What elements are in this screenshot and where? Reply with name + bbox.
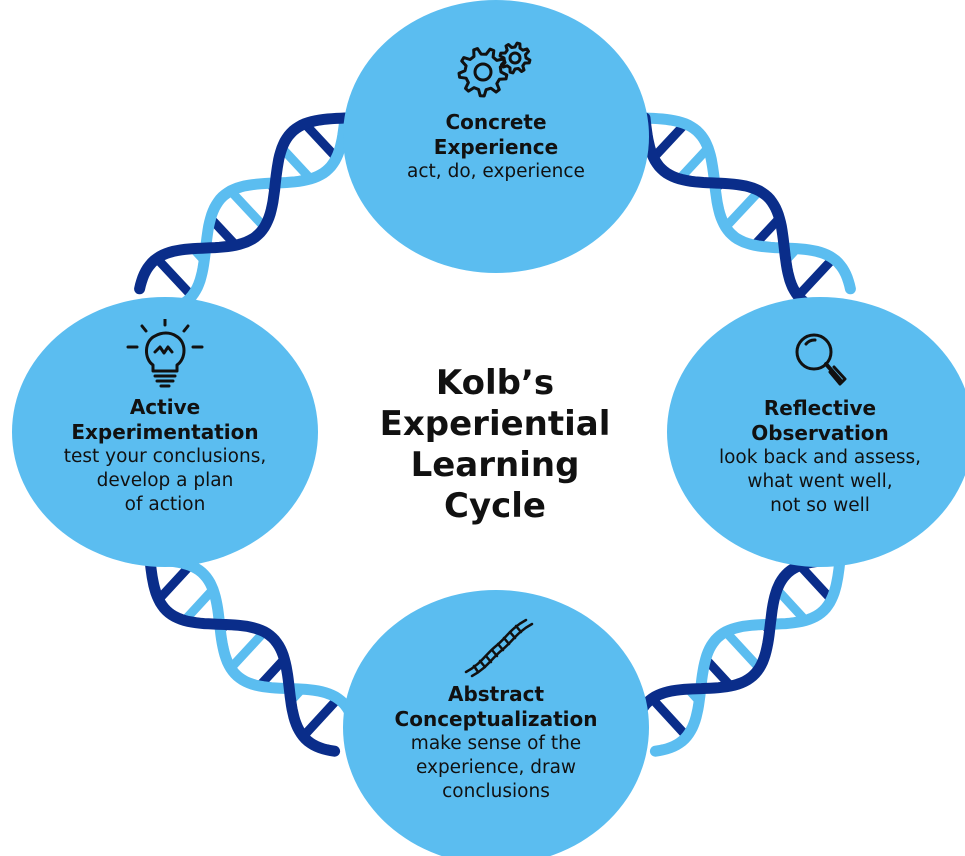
stage-title: Active Experimentation: [71, 395, 258, 445]
helix-rung: [794, 255, 837, 300]
diagram-title-line: Experiential: [379, 404, 611, 444]
helix-strand-top-right: [639, 112, 856, 317]
stage-title: Concrete Experience: [434, 110, 558, 160]
stage-title-line: Observation: [751, 421, 889, 445]
helix-rung: [650, 120, 689, 161]
stage-title: Abstract Conceptualization: [395, 682, 598, 732]
stage-active-experimentation: Active Experimentation test your conclus…: [12, 297, 318, 567]
helix-strand-bottom-right: [629, 554, 846, 757]
helix-rung: [227, 187, 268, 231]
stage-title-line: Experimentation: [71, 420, 259, 444]
stage-description-line: of action: [124, 494, 206, 515]
stage-title-line: Reflective: [763, 396, 877, 420]
stage-title-line: Concrete: [445, 110, 547, 134]
stage-reflective-observation: Reflective Observation look back and ass…: [667, 297, 965, 567]
stage-description-line: not so well: [770, 495, 870, 516]
helix-strand-top-left: [134, 112, 351, 317]
dna-icon: [464, 618, 534, 678]
stage-description-line: test your conclusions,: [63, 446, 267, 467]
stage-concrete-experience: Concrete Experience act, do, experience: [343, 0, 649, 273]
magnifying-glass-icon: [795, 333, 847, 386]
helix-rung: [278, 145, 314, 182]
stage-title-line: Active: [129, 395, 201, 419]
helix-backbone: [154, 112, 351, 317]
helix-backbone: [629, 554, 846, 735]
stage-title: Reflective Observation: [751, 396, 889, 446]
stage-title-line: Experience: [433, 135, 559, 159]
helix-rung: [153, 255, 196, 300]
helix-backbone: [639, 112, 836, 317]
stage-title-line: Conceptualization: [394, 707, 598, 731]
stage-description: act, do, experience: [407, 160, 585, 184]
helix-rung: [181, 586, 217, 624]
helix-strand-bottom-left: [144, 554, 361, 757]
stage-description-line: make sense of the: [410, 733, 582, 754]
helix-rung: [155, 562, 194, 603]
stage-title-line: Abstract: [447, 682, 545, 706]
diagram-title-line: Kolb’s: [435, 363, 555, 403]
helix-rung: [648, 695, 691, 740]
stage-description: make sense of the experience, draw concl…: [411, 732, 581, 804]
helix-backbone: [639, 112, 856, 295]
stage-description-line: what went well,: [747, 471, 893, 492]
diagram-title-line: Cycle: [444, 486, 546, 526]
diagram-title-line: Learning: [410, 445, 580, 485]
helix-backbone: [649, 554, 846, 757]
diagram-title: Kolb’s Experiential Learning Cycle: [345, 363, 645, 527]
helix-rung: [676, 145, 712, 182]
helix-rung: [773, 586, 809, 624]
stage-description-line: act, do, experience: [407, 161, 585, 182]
stage-description-line: conclusions: [442, 781, 550, 802]
helix-rung: [299, 695, 342, 740]
stage-description: look back and assess, what went well, no…: [719, 446, 921, 518]
stage-description-line: look back and assess,: [718, 447, 922, 468]
stage-abstract-conceptualization: Abstract Conceptualization make sense of…: [343, 590, 649, 856]
helix-backbone: [144, 554, 341, 757]
helix-rung: [796, 562, 835, 603]
lightbulb-icon: [126, 319, 204, 388]
helix-rung: [722, 628, 763, 672]
stage-description: test your conclusions, develop a plan of…: [64, 445, 266, 517]
stage-description-line: experience, draw: [415, 757, 577, 778]
helix-rung: [227, 628, 268, 672]
helix-rung: [301, 120, 340, 161]
helix-rung: [722, 187, 763, 231]
helix-backbone: [134, 112, 351, 295]
helix-backbone: [144, 554, 361, 735]
stage-description-line: develop a plan: [96, 470, 234, 491]
gears-icon: [457, 41, 532, 98]
